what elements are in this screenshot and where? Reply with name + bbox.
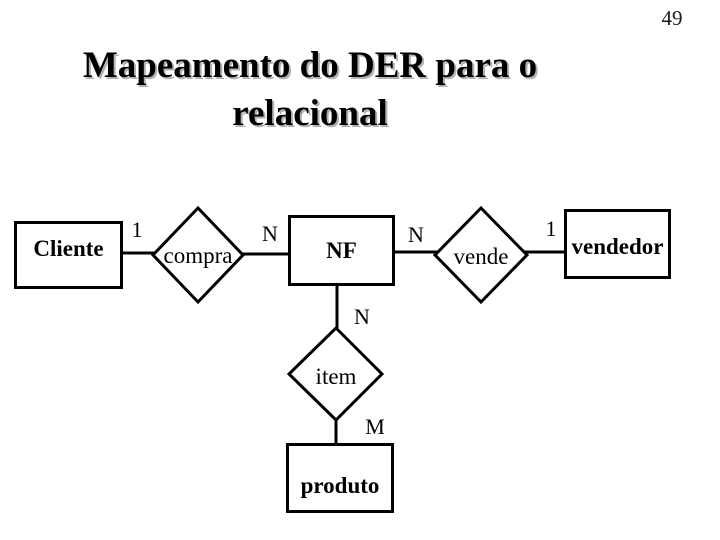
cardinality-vende-vendedor: 1	[545, 216, 557, 241]
entity-vendedor-label: vendedor	[571, 234, 664, 259]
entity-cliente: Cliente	[14, 221, 123, 289]
relationship-compra-label: compra	[163, 243, 233, 268]
cardinality-compra-nf: N	[262, 221, 278, 246]
entity-produto-label: produto	[300, 473, 380, 498]
relationship-item-label: item	[315, 364, 357, 389]
cardinality-item-produto: M	[365, 414, 385, 439]
entity-vendedor: vendedor	[564, 209, 671, 279]
entity-nf: NF	[288, 215, 395, 286]
relationship-vende-label: vende	[453, 244, 509, 269]
diamond-group	[150, 205, 530, 423]
entity-produto: produto	[286, 443, 394, 513]
slide-title-line-2: relacional	[232, 93, 388, 134]
compra-diamond-shape	[150, 205, 246, 305]
slide-title-line-1: Mapeamento do DER para o	[82, 45, 538, 86]
entity-nf-label: NF	[326, 237, 357, 263]
slide-title: Mapeamento do DER para o relacional	[0, 42, 620, 138]
page-number: 49	[661, 6, 683, 30]
cardinality-nf-item: N	[354, 304, 370, 329]
cardinality-nf-vende: N	[408, 222, 424, 247]
item-diamond-shape	[286, 325, 385, 423]
cardinality-cliente-compra: 1	[131, 217, 143, 242]
vende-diamond-shape	[432, 205, 530, 305]
entity-cliente-label: Cliente	[33, 236, 104, 261]
